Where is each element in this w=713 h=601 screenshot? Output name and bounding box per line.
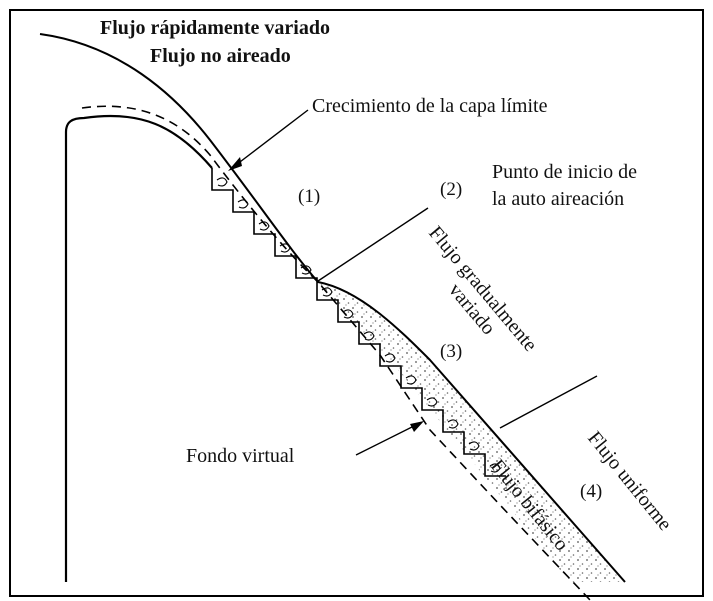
boundary-layer-arrow: [231, 109, 309, 169]
step-eddy: [321, 287, 333, 297]
region-1-label: (1): [298, 186, 320, 207]
inception-label-line-1: Punto de inicio de: [492, 161, 637, 183]
title-line-2: Flujo no aireado: [150, 45, 291, 67]
uniform-leader-line: [499, 375, 598, 429]
free-surface-line: [39, 33, 626, 583]
title-line-1: Flujo rápidamente variado: [100, 17, 330, 39]
step-eddy: [405, 375, 417, 385]
spillway-crest: [64, 114, 213, 582]
boundary-layer-line: [81, 105, 591, 601]
pseudo-bottom-arrow: [355, 422, 421, 456]
inception-leader-line: [317, 207, 429, 282]
inception-label-line-2: la auto aireación: [492, 188, 624, 210]
boundary-layer-arrowhead: [228, 157, 242, 171]
step-eddy: [489, 463, 501, 473]
region-3-label: (3): [440, 341, 462, 362]
step-eddy: [363, 331, 375, 341]
boundary-layer-label: Crecimiento de la capa límite: [312, 95, 548, 117]
step-eddy: [342, 309, 354, 319]
biphasic-flow-label: Flujo bifásico: [486, 455, 573, 555]
step-eddy: [384, 353, 396, 363]
aerated-flow-region: [318, 282, 625, 582]
pseudo-bottom-arrowhead: [410, 421, 424, 432]
step-eddy: [216, 177, 228, 187]
step-eddy: [237, 199, 249, 209]
step-eddy: [426, 397, 438, 407]
spillway-steps: [211, 168, 506, 477]
region-2-label: (2): [440, 179, 462, 200]
step-eddy: [447, 419, 459, 429]
figure-border: [9, 9, 704, 597]
region-4-label: (4): [580, 481, 602, 502]
step-eddy: [468, 441, 480, 451]
pseudo-bottom-label: Fondo virtual: [186, 445, 295, 467]
